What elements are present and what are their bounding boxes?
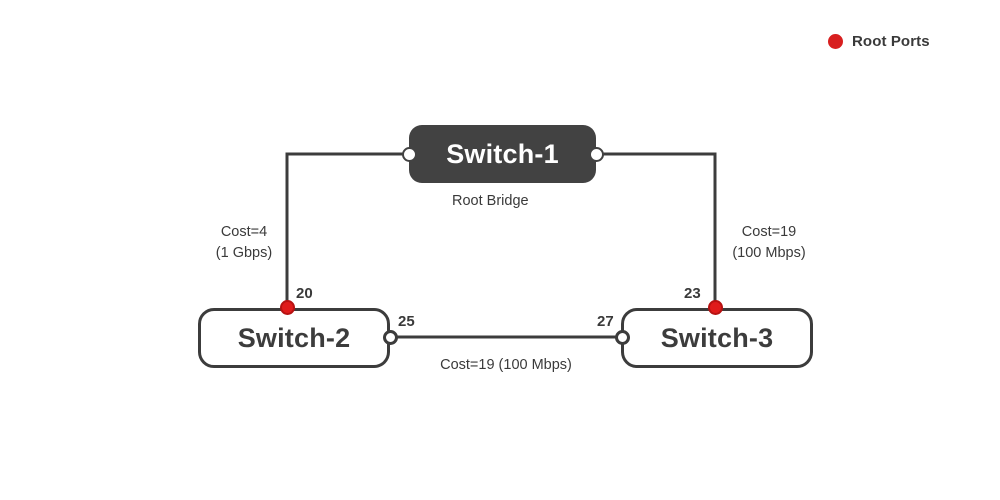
port-switch1-left[interactable] [402, 147, 417, 162]
link-speed-switch1-switch3: (100 Mbps) [732, 245, 806, 262]
node-switch-1-sublabel: Root Bridge [452, 193, 529, 209]
link-cost-switch1-switch2: Cost=4 [220, 224, 268, 240]
link-switch1-switch3 [596, 152, 717, 307]
port-switch2-top-root[interactable] [280, 300, 295, 315]
link-speed-switch1-switch2: (1 Gbps) [215, 245, 273, 262]
link-label-switch1-switch2: Cost=4 (1 Gbps) [208, 222, 280, 264]
node-switch-2-label: Switch-2 [237, 322, 351, 353]
legend: Root Ports [828, 33, 930, 50]
node-switch-1[interactable]: Switch-1 [409, 125, 596, 183]
node-switch-1-label: Switch-1 [446, 138, 559, 169]
port-switch1-right[interactable] [589, 147, 604, 162]
link-label-switch2-switch3: Cost=19 (100 Mbps) [406, 355, 606, 376]
legend-label: Root Ports [852, 33, 930, 50]
port-number-27: 27 [597, 313, 614, 330]
link-switch1-switch2 [285, 152, 409, 307]
port-number-25: 25 [398, 313, 415, 330]
port-switch3-left[interactable] [615, 330, 630, 345]
node-switch-2[interactable]: Switch-2 [198, 308, 390, 368]
root-port-dot-icon [828, 34, 843, 49]
port-switch3-top-root[interactable] [708, 300, 723, 315]
port-number-20: 20 [296, 285, 313, 302]
link-cost-switch2-switch3: Cost=19 (100 Mbps) [440, 357, 572, 373]
node-switch-3-label: Switch-3 [660, 322, 774, 353]
node-switch-3[interactable]: Switch-3 [621, 308, 813, 368]
port-number-23: 23 [684, 285, 701, 302]
link-cost-switch1-switch3: Cost=19 [741, 224, 797, 240]
port-switch2-right[interactable] [383, 330, 398, 345]
link-label-switch1-switch3: Cost=19 (100 Mbps) [721, 222, 817, 264]
